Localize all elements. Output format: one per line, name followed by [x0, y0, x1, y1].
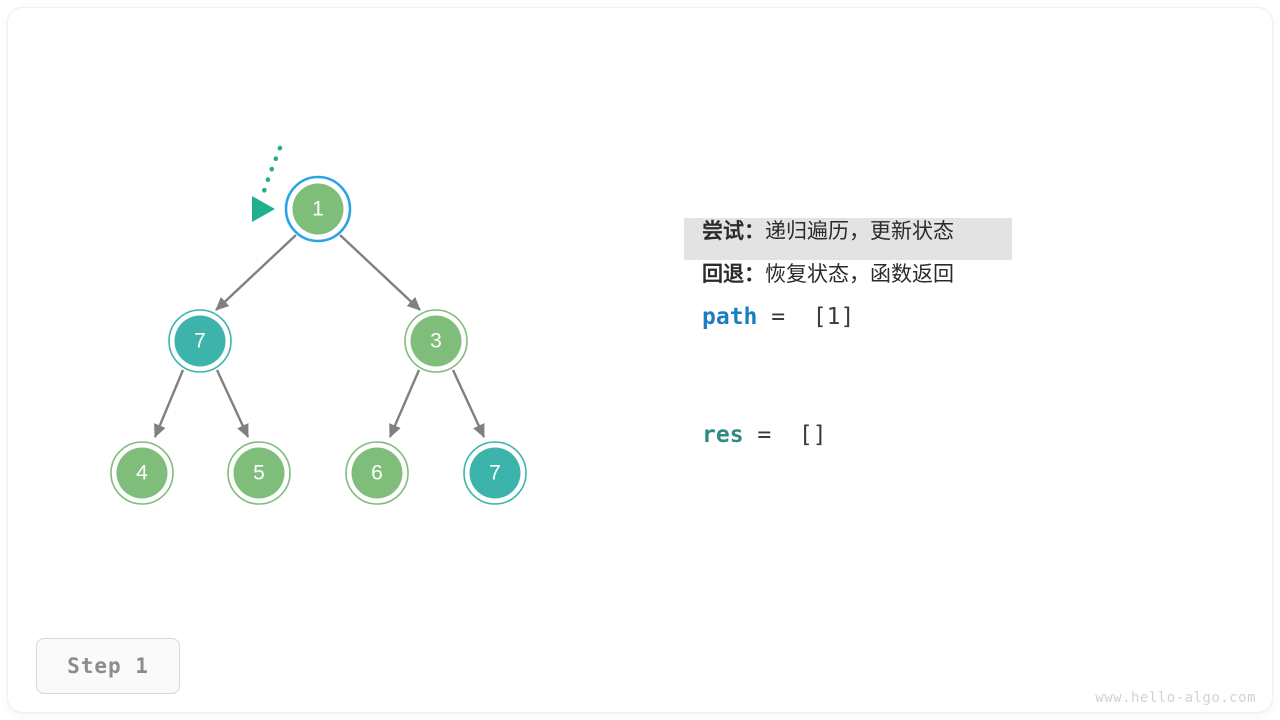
- try-text: 递归遍历，更新状态: [765, 219, 954, 243]
- state-info-panel: 尝试：递归遍历，更新状态 回退：恢复状态，函数返回 path = [1] res…: [684, 210, 1184, 457]
- info-row-res: res = []: [684, 414, 1184, 457]
- res-variable-value: = []: [743, 422, 827, 448]
- info-spacer: [684, 339, 1184, 414]
- edge-7-to-5: [215, 369, 250, 438]
- pointer-dotted-path: [259, 145, 283, 201]
- step-badge-label: Step 1: [67, 654, 149, 678]
- tree-node-4[interactable]: 4: [110, 441, 174, 505]
- node-highlight-ring: [284, 175, 352, 243]
- tree-node-label: 5: [253, 462, 265, 485]
- pointer-arrowhead-icon: [252, 196, 275, 222]
- tree-node-5[interactable]: 5: [227, 441, 291, 505]
- tree-node-1[interactable]: 1: [284, 175, 352, 243]
- node-fill: [410, 315, 462, 367]
- tree-node-label: 1: [312, 198, 324, 221]
- tree-node-label: 7: [194, 330, 206, 353]
- tree-node-3[interactable]: 3: [404, 309, 468, 373]
- edge-3-to-7: [451, 369, 486, 438]
- path-variable-value: = [1]: [757, 304, 855, 330]
- node-fill: [116, 447, 168, 499]
- tree-node-label: 6: [371, 462, 383, 485]
- tree-node-7-right[interactable]: 7: [463, 441, 527, 505]
- node-fill: [351, 447, 403, 499]
- info-row-try: 尝试：递归遍历，更新状态: [684, 210, 1184, 260]
- node-fill: [469, 447, 521, 499]
- tree-edges: [153, 234, 486, 438]
- info-row-path: path = [1]: [684, 296, 1184, 339]
- retreat-line: 回退：恢复状态，函数返回: [684, 262, 954, 286]
- res-variable-name: res: [702, 422, 744, 448]
- tree-node-label: 3: [430, 330, 442, 353]
- tree-node-label: 4: [136, 462, 148, 485]
- step-badge: Step 1: [36, 638, 180, 694]
- info-row-retreat: 回退：恢复状态，函数返回: [684, 253, 1184, 296]
- node-fill: [174, 315, 226, 367]
- retreat-label: 回退：: [702, 262, 765, 286]
- node-fill: [292, 183, 344, 235]
- node-fill: [233, 447, 285, 499]
- edge-7-to-4: [153, 369, 185, 438]
- node-outer-ring: [404, 309, 468, 373]
- edge-1-to-7: [215, 234, 297, 311]
- edge-1-to-3: [339, 234, 421, 311]
- tree-node-7-left[interactable]: 7: [168, 309, 232, 373]
- try-line: 尝试：递归遍历，更新状态: [684, 219, 954, 243]
- path-variable-name: path: [702, 304, 758, 330]
- watermark: www.hello-algo.com: [1095, 690, 1256, 706]
- edge-3-to-6: [388, 369, 421, 438]
- try-label: 尝试：: [702, 219, 765, 243]
- node-outer-ring: [345, 441, 409, 505]
- node-outer-ring: [463, 441, 527, 505]
- retreat-text: 恢复状态，函数返回: [765, 262, 954, 286]
- tree-node-6[interactable]: 6: [345, 441, 409, 505]
- node-outer-ring: [110, 441, 174, 505]
- node-outer-ring: [168, 309, 232, 373]
- node-outer-ring: [227, 441, 291, 505]
- recursion-entry-pointer: [252, 145, 283, 222]
- tree-node-label: 7: [489, 462, 501, 485]
